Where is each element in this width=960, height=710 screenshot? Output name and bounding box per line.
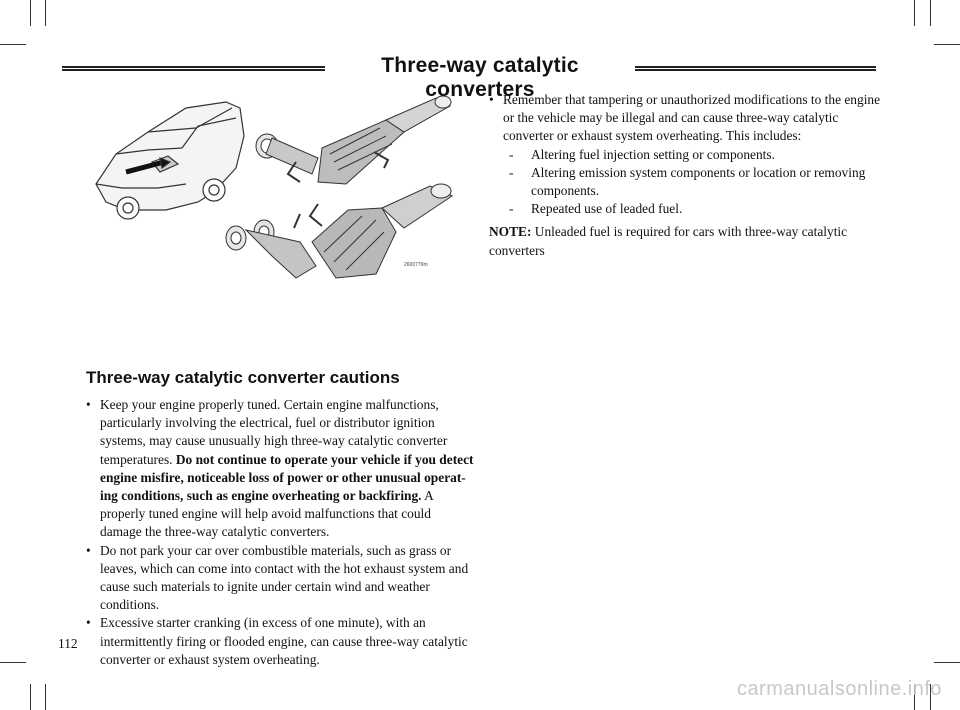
text-line: intermittently firing or flooded engine,… — [100, 633, 468, 649]
text-line: temperatures. Do not continue to operate… — [100, 451, 476, 469]
dash-icon: - — [509, 201, 514, 217]
text-line: particularly involving the electrical, f… — [100, 415, 435, 431]
figure-code: 2600779m — [404, 262, 428, 268]
list-item: • Excessive starter cranking (in excess … — [86, 614, 476, 669]
list-item: • Do not park your car over combustible … — [86, 542, 476, 615]
sub-list-item: - Repeated use of leaded fuel. — [489, 200, 889, 218]
text-line: Remember that tampering or unauthorized … — [503, 92, 881, 107]
crop-mark — [934, 662, 960, 663]
sub-list-item: - Altering fuel injection setting or com… — [489, 146, 889, 164]
list-item: • Keep your engine properly tuned. Certa… — [86, 396, 476, 542]
converter-lower-drawing — [225, 183, 454, 279]
text-line: ing conditions, such as engine overheati… — [100, 487, 476, 505]
text-line: damage the three-way catalytic converter… — [100, 524, 330, 540]
warning-text: ing conditions, such as engine overheati… — [100, 488, 422, 504]
text-line: converter or exhaust system overheating. — [100, 651, 320, 667]
crop-mark — [914, 0, 915, 26]
text-line: leaves, which can come into contact with… — [100, 560, 469, 576]
text-fragment: temperatures. — [100, 451, 176, 467]
list-item: • Remember that tampering or unauthorize… — [489, 91, 889, 146]
text-line: Altering fuel injection setting or compo… — [531, 146, 775, 162]
text-line: Keep your engine properly tuned. Certain… — [100, 397, 439, 412]
crop-mark — [934, 44, 960, 45]
crop-mark — [0, 662, 26, 663]
text-line: converters — [489, 242, 545, 258]
page-number: 112 — [58, 636, 78, 651]
converter-upper-drawing — [255, 95, 452, 185]
crop-mark — [45, 684, 46, 710]
crop-mark — [30, 0, 31, 26]
text-line: Altering emission system components or l… — [531, 164, 866, 180]
crop-mark — [30, 684, 31, 710]
crop-mark — [45, 0, 46, 26]
crop-mark — [930, 0, 931, 26]
car-drawing — [95, 101, 245, 220]
text-line: Do not park your car over combustible ma… — [100, 542, 452, 558]
text-line: Repeated use of leaded fuel. — [531, 201, 683, 217]
text-line: systems, may cause unusually high three-… — [100, 433, 448, 449]
crop-mark — [930, 684, 931, 710]
text-line: NOTE: Unleaded fuel is required for cars… — [489, 223, 889, 241]
header-rule-right — [630, 66, 876, 71]
cautions-list: • Keep your engine properly tuned. Certa… — [86, 396, 476, 669]
warning-text: engine misfire, noticeable loss of power… — [100, 469, 466, 485]
sub-list-continuation: components. — [531, 183, 600, 199]
catalytic-converter-illustration: 2600779m — [95, 95, 454, 279]
section-heading: Three-way catalytic converter cautions — [86, 368, 400, 387]
header-rule-left — [62, 66, 330, 71]
note-label: NOTE: — [489, 224, 532, 240]
text-line: converter or exhaust system overheating.… — [503, 128, 802, 144]
bullet-icon: • — [86, 542, 91, 558]
warning-text: Do not continue to operate your vehicle … — [175, 451, 474, 467]
text-fragment: Unleaded fuel is required for cars with … — [531, 224, 848, 240]
watermark: carmanualsonline.info — [736, 678, 942, 700]
text-line: or the vehicle may be illegal and can ca… — [503, 110, 839, 126]
text-fragment: A — [421, 488, 434, 504]
bullet-icon: • — [86, 397, 91, 412]
bullet-icon: • — [489, 92, 494, 107]
crop-mark — [0, 44, 26, 45]
dash-icon: - — [509, 146, 514, 162]
right-column: • Remember that tampering or unauthorize… — [489, 91, 889, 260]
text-line: cause such materials to ignite under cer… — [100, 579, 430, 595]
text-line: engine misfire, noticeable loss of power… — [100, 469, 476, 487]
text-line: conditions. — [100, 597, 160, 613]
note: NOTE: Unleaded fuel is required for cars… — [489, 223, 889, 259]
sub-list-item: - Altering emission system components or… — [489, 164, 889, 182]
dash-icon: - — [509, 164, 514, 180]
text-line: Excessive starter cranking (in excess of… — [100, 615, 426, 631]
text-line: properly tuned engine will help avoid ma… — [100, 506, 431, 522]
bullet-icon: • — [86, 615, 91, 631]
page-title: Three-way catalytic converters — [325, 54, 635, 102]
crop-mark — [914, 684, 915, 710]
